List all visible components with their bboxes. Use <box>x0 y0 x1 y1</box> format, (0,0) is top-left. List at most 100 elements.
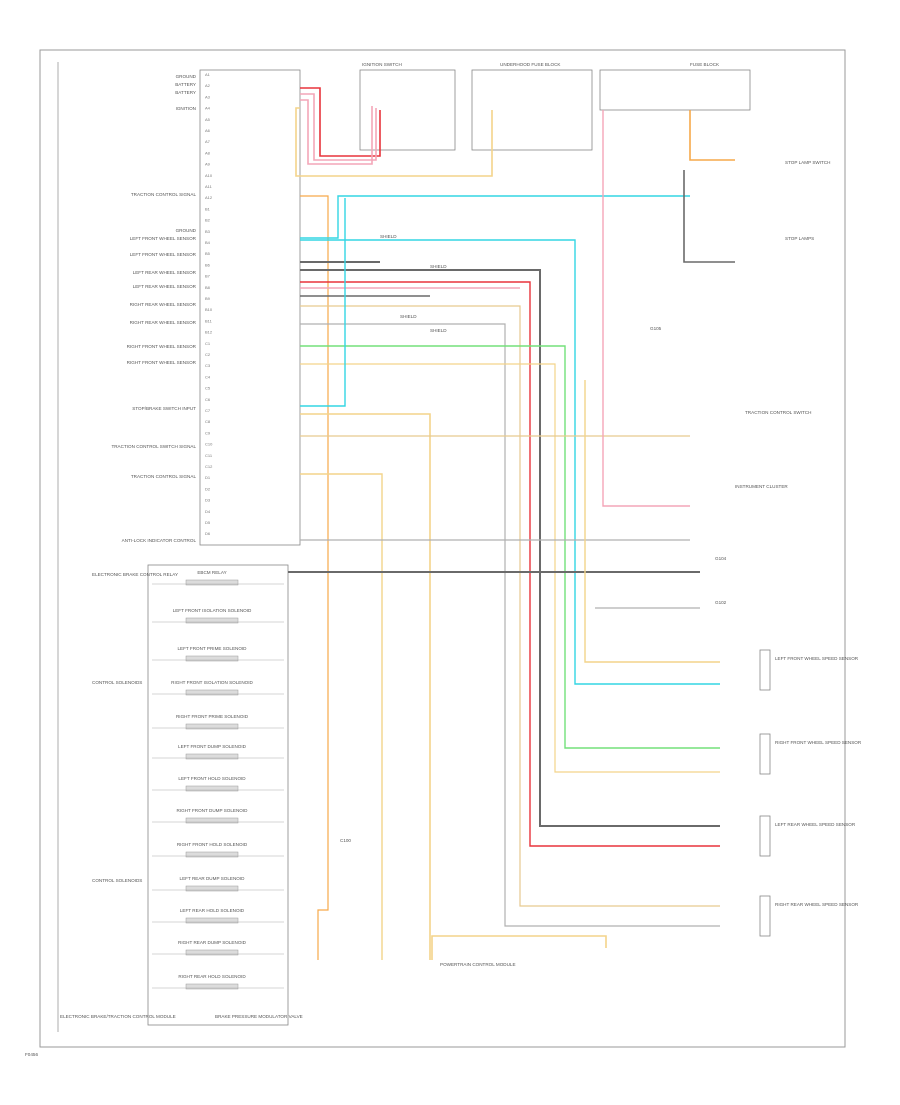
wire-tan <box>300 305 720 907</box>
module-pin: C11 <box>205 453 213 458</box>
group-label: CONTROL SOLENOIDS <box>92 680 142 685</box>
module-pin: D3 <box>205 498 211 503</box>
module-pin: B10 <box>205 307 213 312</box>
wheel-sensor-icon <box>759 815 771 857</box>
wire-pink <box>300 99 373 165</box>
module-pin-column: A1A2A3A4A5A6A7A8A9A10A11A12B1B2B3B4B5B6B… <box>205 72 213 536</box>
wire-yellow <box>584 380 720 663</box>
shield-label: SHIELD <box>430 264 447 269</box>
solenoid-coil-icon <box>185 689 239 696</box>
module-pin: D5 <box>205 520 211 525</box>
solenoid-label: LEFT FRONT DUMP SOLENOID <box>178 744 247 749</box>
solenoid-coil-icon <box>185 885 239 892</box>
top-module-ignition: IGNITION SWITCH <box>359 62 456 151</box>
module-pin: A6 <box>205 128 211 133</box>
wire-harness <box>288 87 735 960</box>
wheel-sensor-icon <box>759 649 771 691</box>
module-pin: A7 <box>205 139 211 144</box>
module-pin: B2 <box>205 218 211 223</box>
component-label: TRACTION CONTROL SWITCH <box>745 410 811 415</box>
module-pin: C10 <box>205 442 213 447</box>
group-label: CONTROL SOLENOIDS <box>92 878 142 883</box>
component-label: RIGHT FRONT WHEEL SPEED SENSOR <box>775 740 862 745</box>
solenoid-coil-icon <box>185 983 239 990</box>
left-label: ANTI-LOCK INDICATOR CONTROL <box>122 538 197 543</box>
wire-pink <box>300 93 377 161</box>
solenoid-label: RIGHT REAR DUMP SOLENOID <box>178 940 247 945</box>
solenoid-coil-icon <box>185 785 239 792</box>
footer-left-label: ELECTRONIC BRAKE/TRACTION CONTROL MODULE <box>60 1014 176 1019</box>
solenoid-label: RIGHT FRONT DUMP SOLENOID <box>177 808 249 813</box>
module-pin: D1 <box>205 475 211 480</box>
shield-label: C100 <box>340 838 351 843</box>
left-label: IGNITION <box>176 106 196 111</box>
module-pin: B3 <box>205 229 211 234</box>
module-pin: A10 <box>205 173 213 178</box>
wire-yellow <box>295 107 493 177</box>
component-label: G105 <box>650 326 662 331</box>
solenoid-label: RIGHT FRONT PRIME SOLENOID <box>176 714 249 719</box>
wheel-sensor-icon <box>759 733 771 775</box>
solenoid-coil-icon <box>185 851 239 858</box>
wire-cyan <box>300 195 690 239</box>
left-label: BATTERY <box>175 90 196 95</box>
pressure-modulator-valve-box <box>147 564 289 1026</box>
solenoid-label: RIGHT FRONT ISOLATION SOLENOID <box>171 680 253 685</box>
group-label: ELECTRONIC BRAKE CONTROL RELAY <box>92 572 178 577</box>
wire-cyan <box>300 239 720 685</box>
left-label: LEFT FRONT WHEEL SENSOR <box>130 252 197 257</box>
module-pin: C3 <box>205 363 211 368</box>
left-label: LEFT FRONT WHEEL SENSOR <box>130 236 197 241</box>
fuse-block-box <box>599 69 751 111</box>
diagram-frame <box>39 49 846 1048</box>
module-pin: C12 <box>205 464 213 469</box>
left-label: STOP/BRAKE SWITCH INPUT <box>132 406 196 411</box>
module-pin: B4 <box>205 240 211 245</box>
footer-right-label: BRAKE PRESSURE MODULATOR VALVE <box>215 1014 303 1019</box>
solenoid-coil-icon <box>185 949 239 956</box>
solenoid-label: LEFT REAR HOLD SOLENOID <box>180 908 245 913</box>
underhood-fuse-label: UNDERHOOD FUSE BLOCK <box>500 62 561 67</box>
module-pin: B12 <box>205 330 213 335</box>
module-pin: A8 <box>205 150 211 155</box>
ebtcm-connector <box>199 69 301 546</box>
page-code: F0456 <box>25 1052 38 1057</box>
component-label: STOP LAMP SWITCH <box>785 160 830 165</box>
solenoid-label: RIGHT REAR HOLD SOLENOID <box>178 974 246 979</box>
solenoid-coil-icon <box>185 917 239 924</box>
fuse-block-label: FUSE BLOCK <box>690 62 720 67</box>
left-label: LEFT REAR WHEEL SENSOR <box>133 270 197 275</box>
wire-dark <box>300 269 720 827</box>
solenoid-label: LEFT FRONT PRIME SOLENOID <box>177 646 247 651</box>
solenoid-coil-icon <box>185 655 239 662</box>
module-pin: C8 <box>205 419 211 424</box>
solenoid-coil-icon <box>185 579 239 586</box>
wire-cyan <box>300 198 346 407</box>
module-pin: B5 <box>205 251 211 256</box>
left-label: RIGHT REAR WHEEL SENSOR <box>130 302 197 307</box>
module-pin: A4 <box>205 106 211 111</box>
solenoid-label: LEFT REAR DUMP SOLENOID <box>180 876 246 881</box>
wire-orange <box>300 195 329 960</box>
solenoid-coil-icon <box>185 723 239 730</box>
module-pin: D6 <box>205 531 211 536</box>
solenoid-coil-icon <box>185 617 239 624</box>
left-label: TRACTION CONTROL SIGNAL <box>131 192 197 197</box>
component-label: LEFT FRONT WHEEL SPEED SENSOR <box>775 656 859 661</box>
left-label: TRACTION CONTROL SIGNAL <box>131 474 197 479</box>
shield-label: SHIELD <box>400 314 417 319</box>
module-pin: C5 <box>205 386 211 391</box>
component-label: G102 <box>715 600 727 605</box>
solenoid-coil-icon <box>185 753 239 760</box>
module-pin: C4 <box>205 374 211 379</box>
component-label: RIGHT REAR WHEEL SPEED SENSOR <box>775 902 859 907</box>
ignition-switch-label: IGNITION SWITCH <box>362 62 402 67</box>
component-label: POWERTRAIN CONTROL MODULE <box>440 962 516 967</box>
module-pin: B9 <box>205 296 211 301</box>
left-label: GROUND <box>176 228 197 233</box>
solenoid-group-labels: ELECTRONIC BRAKE CONTROL RELAY CONTROL SO… <box>92 572 178 883</box>
